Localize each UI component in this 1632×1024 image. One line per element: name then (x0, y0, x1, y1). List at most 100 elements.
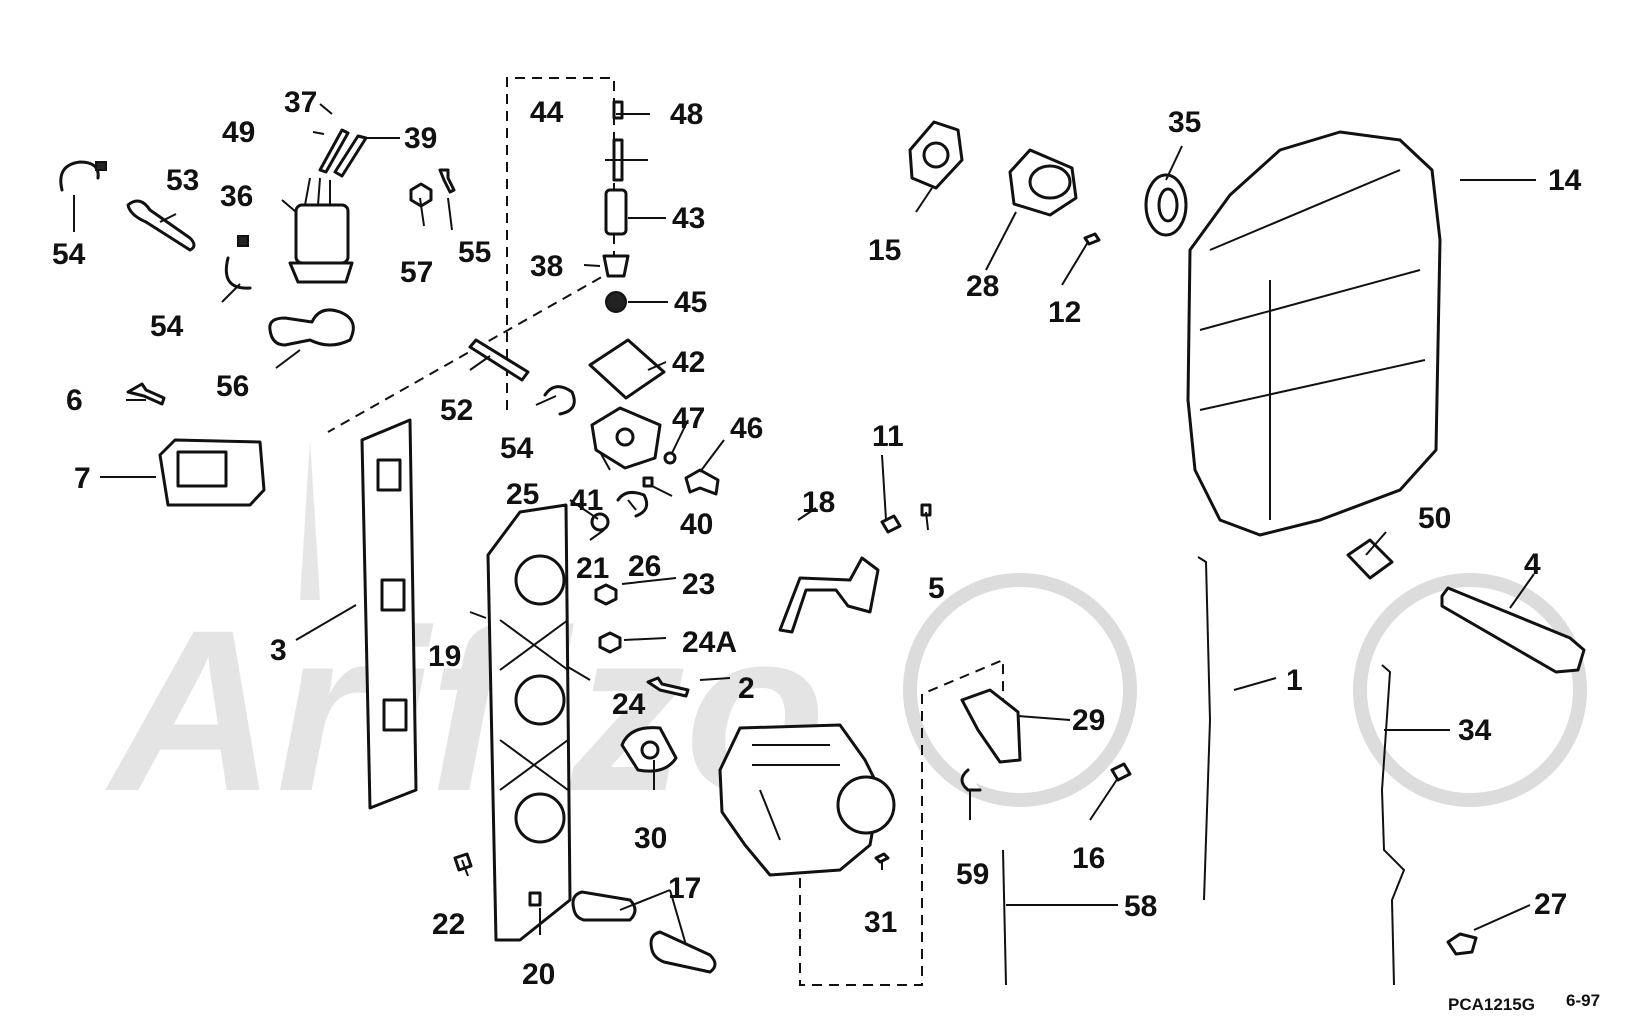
callout-11: 11 (872, 420, 904, 453)
seal-35-bore (1157, 187, 1179, 223)
silencer-contours (1199, 169, 1426, 520)
air-silencer-14-part (1186, 130, 1442, 537)
bracket-29-part (960, 688, 1022, 764)
callout-19: 19 (428, 640, 461, 673)
screw-5-part (920, 503, 932, 517)
manifold-ribs (499, 619, 569, 791)
callout-39: 39 (404, 122, 437, 155)
callout-15: 15 (868, 234, 901, 267)
document-code: PCA1215G (1448, 995, 1535, 1014)
gasket-30-hole (640, 740, 660, 760)
clamp-head (237, 235, 249, 247)
callout-43: 43 (672, 202, 705, 235)
callout-16: 16 (1072, 842, 1105, 875)
callout-37: 37 (284, 86, 317, 119)
nut-57-part (409, 182, 433, 208)
screw-2-part (646, 676, 690, 698)
callout-54-b: 54 (150, 310, 184, 343)
screw-40-part (642, 476, 654, 488)
callout-20: 20 (522, 958, 555, 991)
screw-6-part (126, 382, 166, 406)
callout-50: 50 (1418, 502, 1451, 535)
clamp-pump-part (543, 385, 576, 416)
watermark-text: Arifizo (105, 582, 826, 839)
callout-21: 21 (576, 552, 609, 585)
callout-3: 3 (270, 634, 287, 667)
hose-part (126, 199, 196, 252)
fuel-filter-part (294, 203, 350, 265)
callout-12: 12 (1048, 296, 1081, 329)
small-clamp-part (224, 256, 252, 290)
callout-57: 57 (400, 256, 433, 289)
callout-38: 38 (530, 250, 563, 283)
connector-49-part (318, 128, 350, 174)
callout-24: 24 (612, 688, 646, 721)
callout-31: 31 (864, 906, 897, 939)
bracket-18-part (778, 556, 880, 634)
callout-58: 58 (1124, 890, 1157, 923)
callout-44-label: 44 (530, 96, 564, 129)
watermark-spire (300, 440, 320, 600)
carburetor-detail (752, 744, 840, 841)
filter-bracket-part (268, 308, 355, 347)
watermark-wheel-right (1353, 573, 1587, 807)
callout-53: 53 (166, 164, 199, 197)
clip-11-part (880, 514, 902, 534)
spring-50-part (1346, 538, 1394, 580)
clamp-tab (95, 161, 107, 171)
nut-24A-part (598, 631, 622, 654)
callout-47: 47 (672, 402, 705, 435)
plug-45-part (605, 291, 627, 313)
callout-49: 49 (222, 116, 255, 149)
callout-52: 52 (440, 394, 473, 427)
manifold-port-3 (514, 792, 566, 844)
callout-56: 56 (216, 370, 249, 403)
callout-6: 6 (66, 384, 83, 417)
hose-17a-part (571, 890, 637, 922)
callout-1: 1 (1286, 664, 1303, 697)
sleeve-43-part (604, 188, 628, 236)
filter-wires (304, 177, 331, 206)
callout-26: 26 (628, 550, 661, 583)
fuel-filter-base (288, 261, 354, 284)
callout-54-c: 54 (500, 432, 534, 465)
fuel-pump-group-outline (327, 77, 615, 433)
hose-clamp-part (59, 160, 100, 192)
screw-55-part (438, 168, 456, 194)
callout-2: 2 (738, 672, 755, 705)
plug-16-part (1110, 762, 1132, 782)
rod-58-part (1002, 849, 1007, 986)
revision-date: 6-97 (1566, 991, 1600, 1010)
callout-17: 17 (668, 872, 701, 905)
callout-22: 22 (432, 908, 465, 941)
callout-45: 45 (674, 286, 707, 319)
callout-35: 35 (1168, 106, 1201, 139)
callout-40: 40 (680, 508, 713, 541)
callout-23: 23 (682, 568, 715, 601)
callout-34: 34 (1458, 714, 1492, 747)
fitting-46-part (684, 468, 720, 496)
callout-59: 59 (956, 858, 989, 891)
gasket-port-1 (376, 458, 402, 492)
plug-27-part (1446, 932, 1478, 956)
callout-5: 5 (928, 572, 945, 605)
callout-41: 41 (570, 484, 603, 517)
callout-labels: 37 49 39 53 36 54 57 55 54 56 6 7 3 52 5… (52, 86, 1582, 991)
callout-46: 46 (730, 412, 763, 445)
callout-7: 7 (74, 462, 91, 495)
callout-4: 4 (1524, 548, 1541, 581)
watermark: Arifizo (105, 440, 1587, 839)
manifold-port-1 (514, 554, 566, 606)
callout-14: 14 (1548, 164, 1582, 197)
clip-59-part (960, 768, 982, 792)
callout-42: 42 (672, 346, 705, 379)
adjuster-4-part (1440, 586, 1586, 674)
diaphragm-plate-42-part (588, 338, 666, 400)
carburetor-part (718, 723, 882, 877)
callout-29: 29 (1072, 704, 1105, 737)
callout-18: 18 (802, 486, 835, 519)
hose-17b-part (649, 930, 717, 974)
rectifier-face (176, 450, 228, 488)
cap-38-part (602, 254, 630, 278)
